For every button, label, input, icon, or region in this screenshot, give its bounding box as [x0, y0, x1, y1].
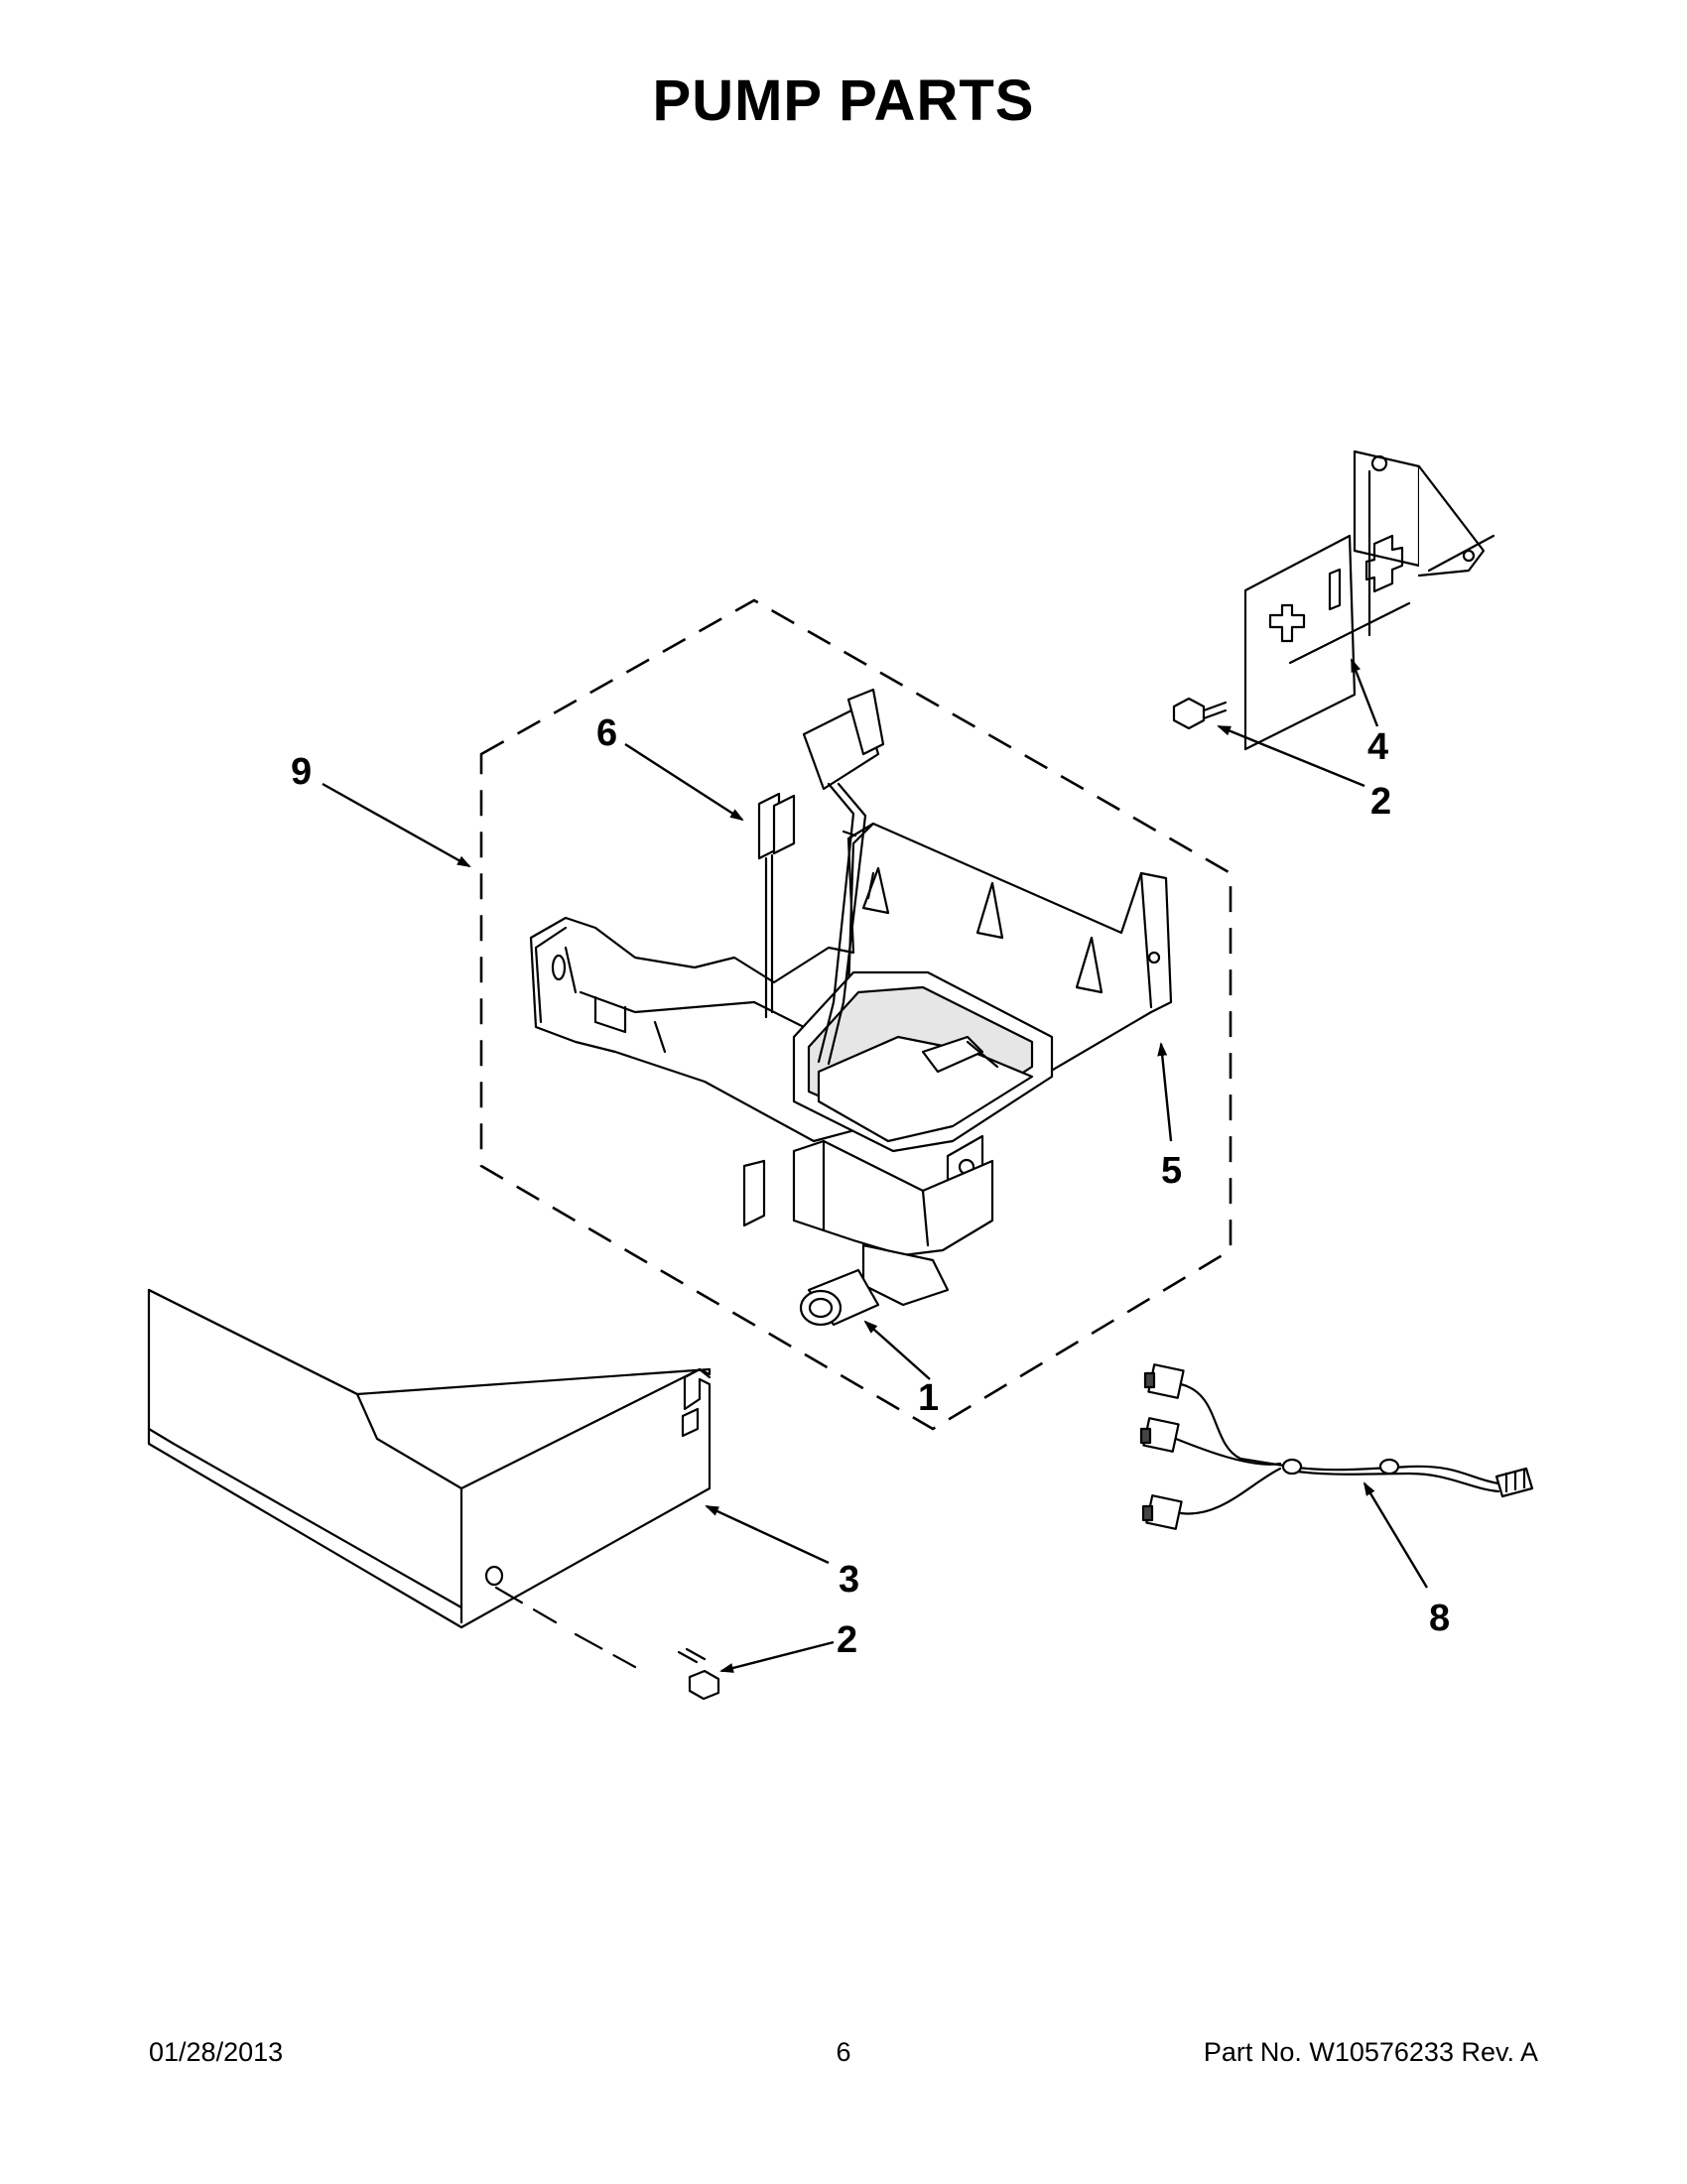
footer-page-number: 6: [836, 2037, 851, 2067]
leader-8: [1363, 1481, 1429, 1589]
callout-3: 3: [839, 1559, 859, 1601]
callout-2-lower: 2: [837, 1619, 857, 1661]
part-1-pump-outlet: [799, 1268, 880, 1327]
leader-3: [705, 1504, 830, 1565]
leader-5: [1157, 1042, 1173, 1142]
page-title: PUMP PARTS: [652, 68, 1035, 133]
leader-4: [1350, 658, 1379, 727]
part-2-screw-lower: [494, 1586, 720, 1701]
callout-2-upper: 2: [1370, 781, 1391, 823]
part-3-cover: [147, 1288, 712, 1629]
callout-4: 4: [1367, 726, 1388, 768]
footer-part-number: Part No. W10576233 Rev. A: [1203, 2037, 1538, 2067]
leader-9: [322, 782, 471, 868]
part-8-harness: [1139, 1363, 1534, 1530]
callout-8: 8: [1429, 1598, 1450, 1639]
callout-6: 6: [596, 712, 617, 754]
part-2-screw-upper: [1172, 697, 1228, 730]
callout-1: 1: [918, 1377, 939, 1419]
part-4-bracket: [1243, 450, 1495, 751]
part-6-harness: [757, 688, 885, 1066]
assembly-9-outline: [479, 598, 1233, 1431]
callout-9: 9: [291, 751, 312, 793]
leader-2-lower: [719, 1640, 835, 1673]
footer-date: 01/28/2013: [149, 2037, 284, 2067]
leader-2-upper: [1217, 724, 1365, 788]
callout-5: 5: [1161, 1150, 1182, 1192]
part-5-housing: [529, 822, 1173, 1307]
leader-6: [624, 742, 744, 822]
leader-1: [863, 1320, 931, 1380]
